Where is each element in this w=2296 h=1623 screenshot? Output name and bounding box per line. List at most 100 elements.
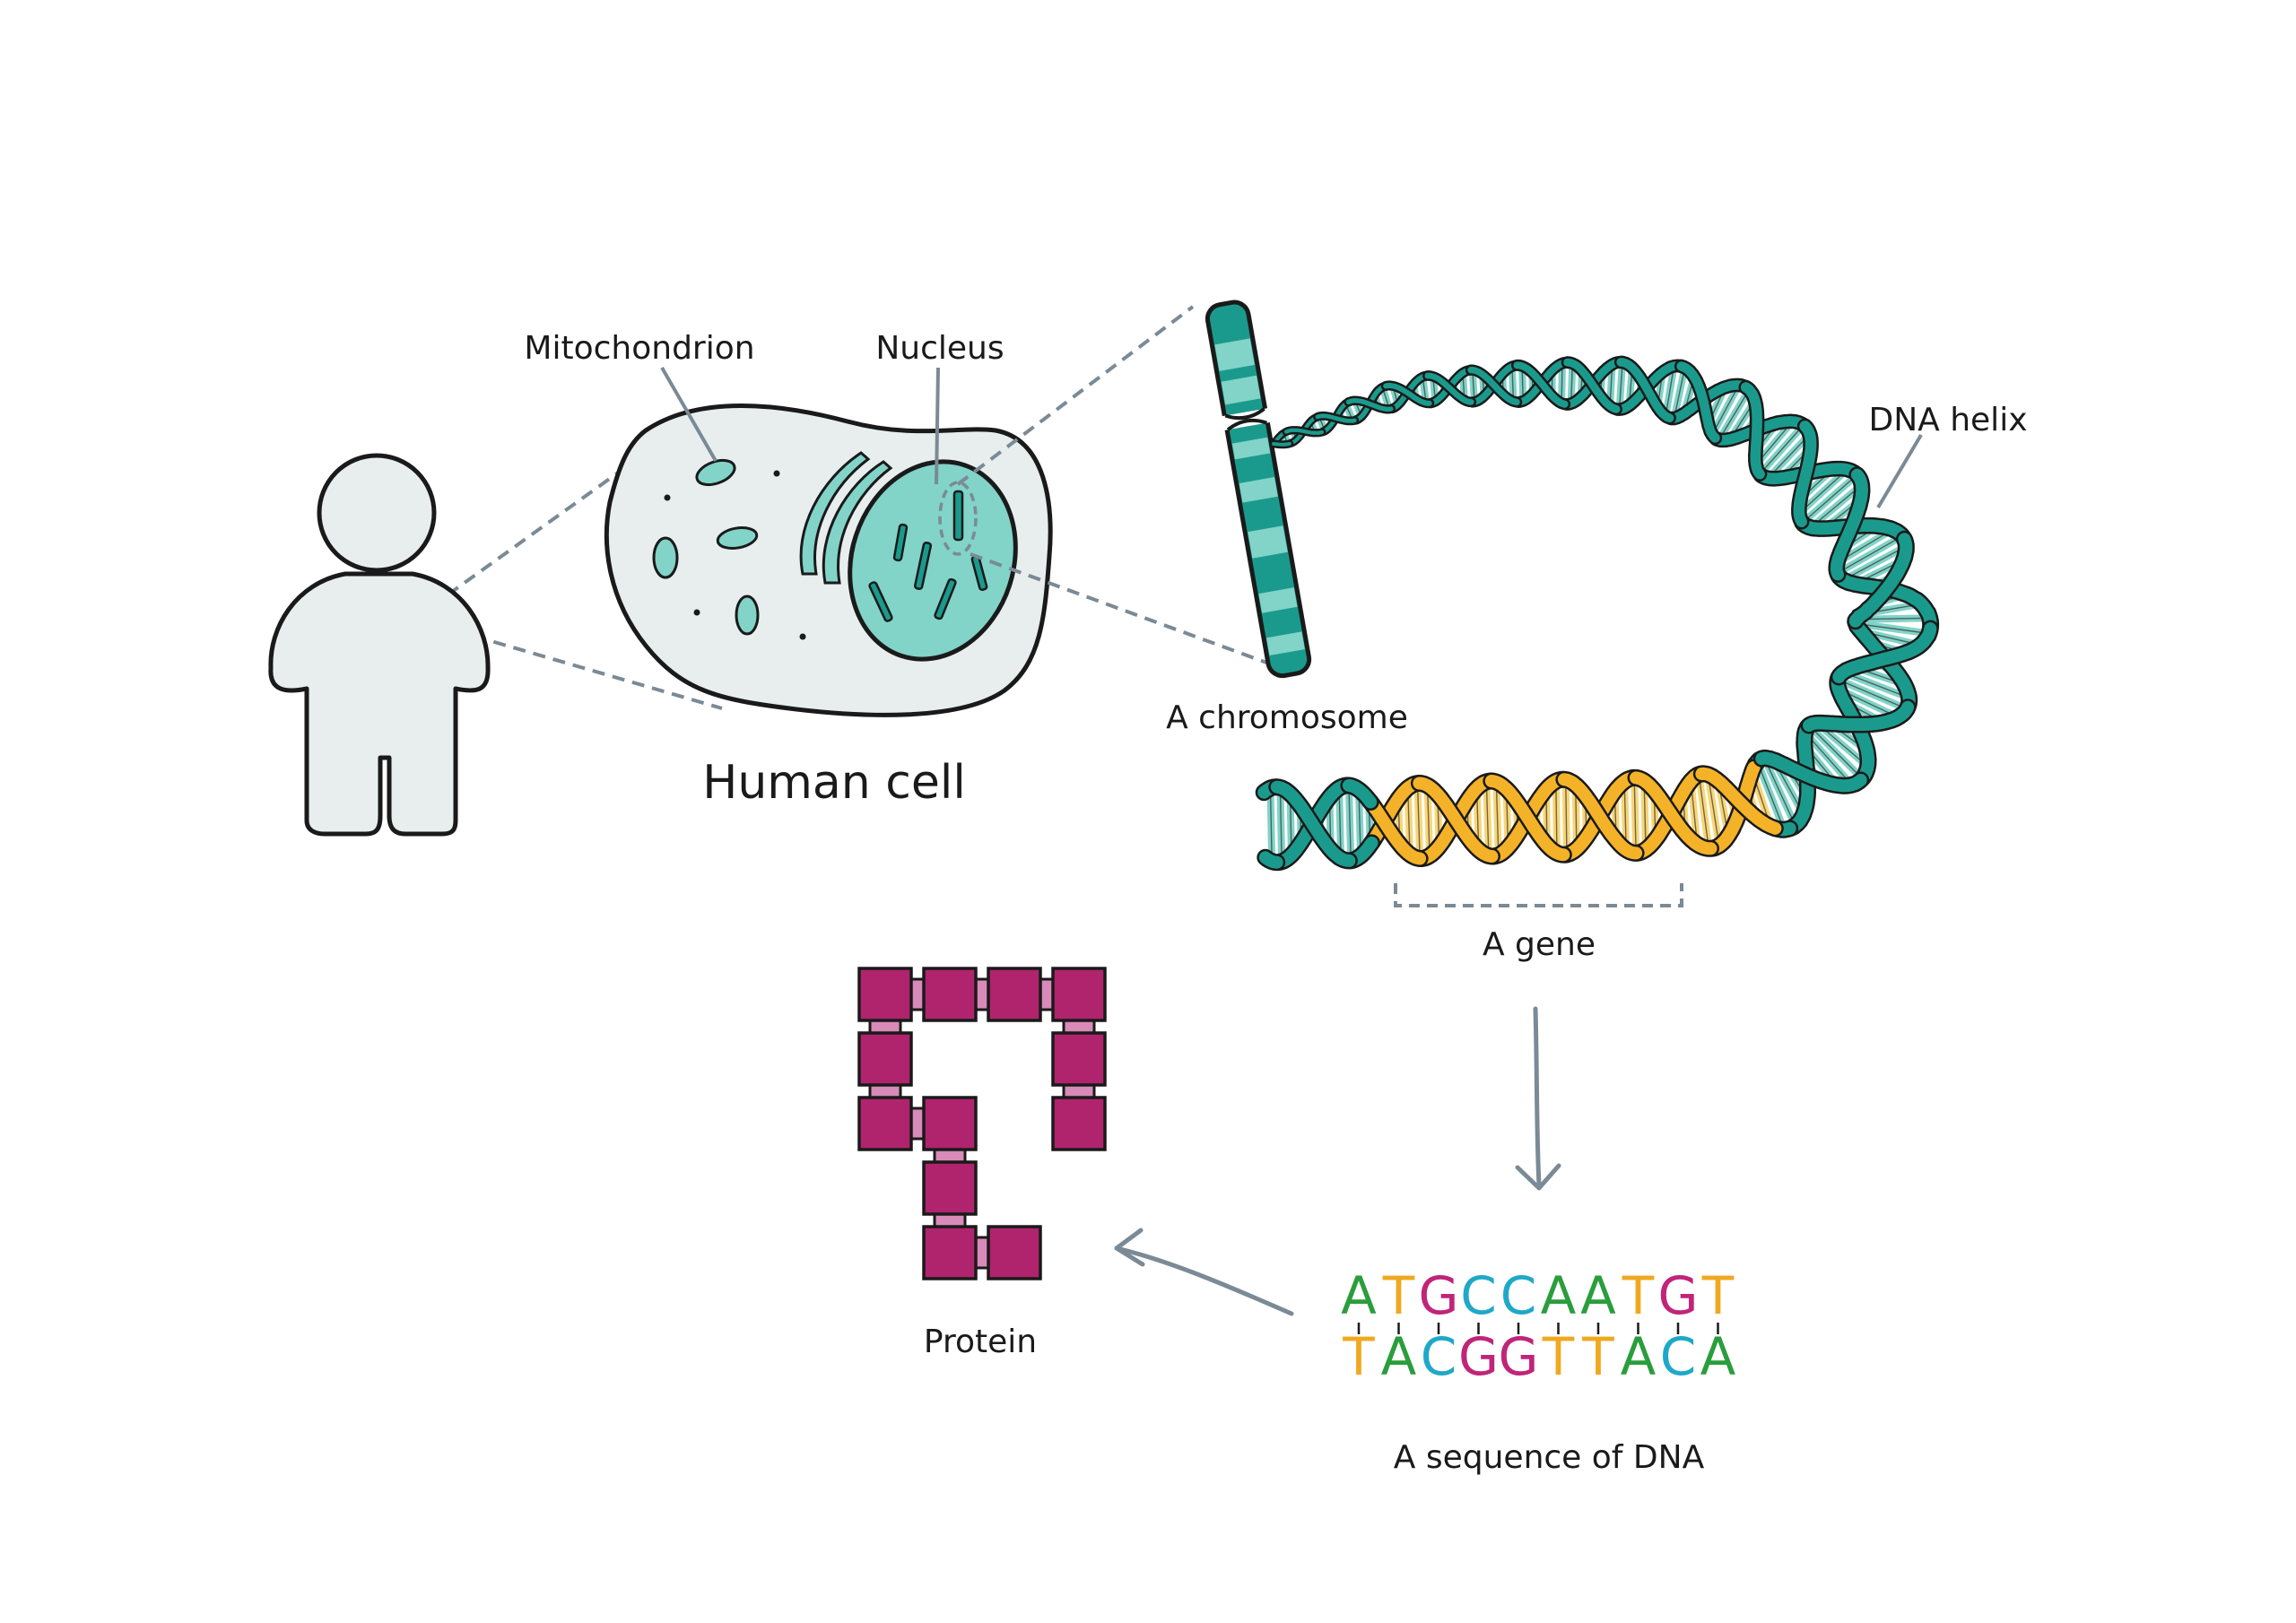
base-pair-outline bbox=[1633, 777, 1637, 854]
base-pair-outline bbox=[1759, 424, 1805, 475]
helix-strand-front bbox=[1424, 372, 1474, 405]
helix-strand-front bbox=[1557, 773, 1643, 860]
helix-strand-front bbox=[1484, 775, 1570, 862]
base-pair-outline bbox=[1269, 788, 1273, 862]
chromosome-highlight bbox=[938, 481, 978, 556]
helix-strand-front bbox=[1315, 413, 1357, 423]
base-pair-outline bbox=[1426, 785, 1431, 856]
cell-dots bbox=[664, 470, 806, 640]
amino-acid bbox=[987, 1225, 1042, 1280]
dna-helix bbox=[1255, 355, 1940, 872]
arrow-gene-to-sequence[interactable] bbox=[1515, 1006, 1561, 1191]
base-bottom: G bbox=[1458, 1326, 1499, 1387]
person-head bbox=[317, 453, 437, 573]
base-bottom: C bbox=[1660, 1326, 1697, 1387]
base-pair-outline bbox=[1856, 622, 1930, 635]
helix-strand-front bbox=[1848, 533, 1913, 628]
base-pair-outline bbox=[1842, 545, 1907, 581]
protein-chain bbox=[857, 967, 1107, 1280]
helix-strand-front bbox=[1342, 779, 1378, 809]
base-pair-outline bbox=[1279, 787, 1283, 862]
base-bottom: A bbox=[1700, 1326, 1736, 1387]
helix-strand-front bbox=[1832, 622, 1937, 683]
amino-acid bbox=[922, 1160, 978, 1216]
base-pair-outline bbox=[1618, 361, 1623, 410]
base-pair-outline bbox=[1673, 367, 1686, 419]
human-cell bbox=[604, 404, 1053, 717]
helix-strand-front bbox=[1513, 361, 1569, 408]
helix-strand-front bbox=[1258, 851, 1283, 869]
helix-strand-front bbox=[1270, 780, 1356, 867]
base-pair-outline bbox=[1808, 725, 1863, 779]
base-top: C bbox=[1500, 1265, 1537, 1326]
base-bottom: T bbox=[1542, 1326, 1575, 1387]
base-pair-outline bbox=[1485, 781, 1490, 856]
label-dna-sequence: A sequence of DNA bbox=[1394, 1439, 1705, 1476]
base-top: T bbox=[1701, 1265, 1735, 1326]
label-nucleus: Nucleus bbox=[875, 330, 1004, 367]
base-bottom: A bbox=[1621, 1326, 1657, 1387]
amino-acid bbox=[1051, 1096, 1107, 1151]
base-pair-outline bbox=[1555, 781, 1558, 854]
base-pair-outline bbox=[1837, 535, 1903, 574]
base-pair-outline bbox=[1707, 774, 1720, 846]
base-top: A bbox=[1580, 1265, 1616, 1326]
base-top: T bbox=[1622, 1265, 1655, 1326]
label-leaders bbox=[660, 367, 1923, 509]
helix-strand-front bbox=[1467, 367, 1520, 406]
helix-strand-front bbox=[1364, 795, 1427, 865]
helix-strand-front bbox=[1272, 441, 1292, 447]
helix-strand-front bbox=[1793, 421, 1817, 527]
helix-strand-front bbox=[1616, 358, 1674, 423]
arrow-sequence-to-protein[interactable] bbox=[1114, 1228, 1294, 1316]
base-pair-outline bbox=[1718, 389, 1750, 440]
helix-strand-front bbox=[1563, 358, 1621, 413]
helix-strand-front bbox=[1676, 361, 1720, 443]
base-pair-outline bbox=[1348, 785, 1352, 861]
mitochondria bbox=[652, 458, 760, 636]
label-chromosome: A chromosome bbox=[1166, 699, 1408, 736]
amino-acid bbox=[922, 1225, 978, 1280]
amino-acid bbox=[857, 1031, 913, 1087]
helix-strand-front bbox=[1740, 382, 1765, 480]
base-top: G bbox=[1419, 1265, 1459, 1326]
helix-strand-back bbox=[1365, 777, 1424, 849]
gene-bracket bbox=[1394, 883, 1683, 907]
label-mitochondrion: Mitochondrion bbox=[524, 330, 754, 367]
base-bottom: A bbox=[1381, 1326, 1417, 1387]
base-pair-outline bbox=[1842, 672, 1909, 699]
base-pair-outline bbox=[1561, 363, 1563, 404]
base-top: C bbox=[1460, 1265, 1497, 1326]
amino-acid bbox=[1051, 1031, 1107, 1087]
amino-acid bbox=[922, 1096, 978, 1151]
base-pair-outline bbox=[1837, 679, 1908, 710]
helix-strand-front bbox=[1695, 767, 1782, 835]
amino-acid bbox=[987, 967, 1042, 1022]
helix-strand-back bbox=[1706, 760, 1761, 855]
helix-strand-front bbox=[1345, 398, 1394, 412]
base-top: T bbox=[1382, 1265, 1415, 1326]
helix-strand-front bbox=[1803, 700, 1915, 732]
label-gene: A gene bbox=[1483, 926, 1596, 963]
helix-strand-front bbox=[1383, 382, 1432, 406]
label-protein: Protein bbox=[924, 1324, 1037, 1360]
base-pair-outline bbox=[1698, 774, 1709, 849]
base-pair-outline bbox=[1565, 779, 1568, 855]
base-pair-outline bbox=[1763, 758, 1796, 826]
base-bottom: T bbox=[1342, 1326, 1375, 1387]
base-pair-outline bbox=[1643, 780, 1647, 850]
helix-strand-front bbox=[1830, 468, 1868, 581]
label-human-cell: Human cell bbox=[702, 756, 966, 810]
base-pair-outline bbox=[1665, 366, 1675, 417]
base-bottom: G bbox=[1499, 1326, 1539, 1387]
base-pair-outline bbox=[1802, 473, 1858, 524]
amino-acid bbox=[857, 1096, 913, 1151]
base-bottom: C bbox=[1421, 1326, 1457, 1387]
chromosome bbox=[1205, 299, 1312, 679]
zoom-guides-nucleus-chromosome bbox=[956, 305, 1270, 665]
base-pair-outline bbox=[1756, 761, 1785, 830]
label-dna-helix: DNA helix bbox=[1869, 402, 2028, 438]
helix-strand-front bbox=[1755, 751, 1867, 793]
